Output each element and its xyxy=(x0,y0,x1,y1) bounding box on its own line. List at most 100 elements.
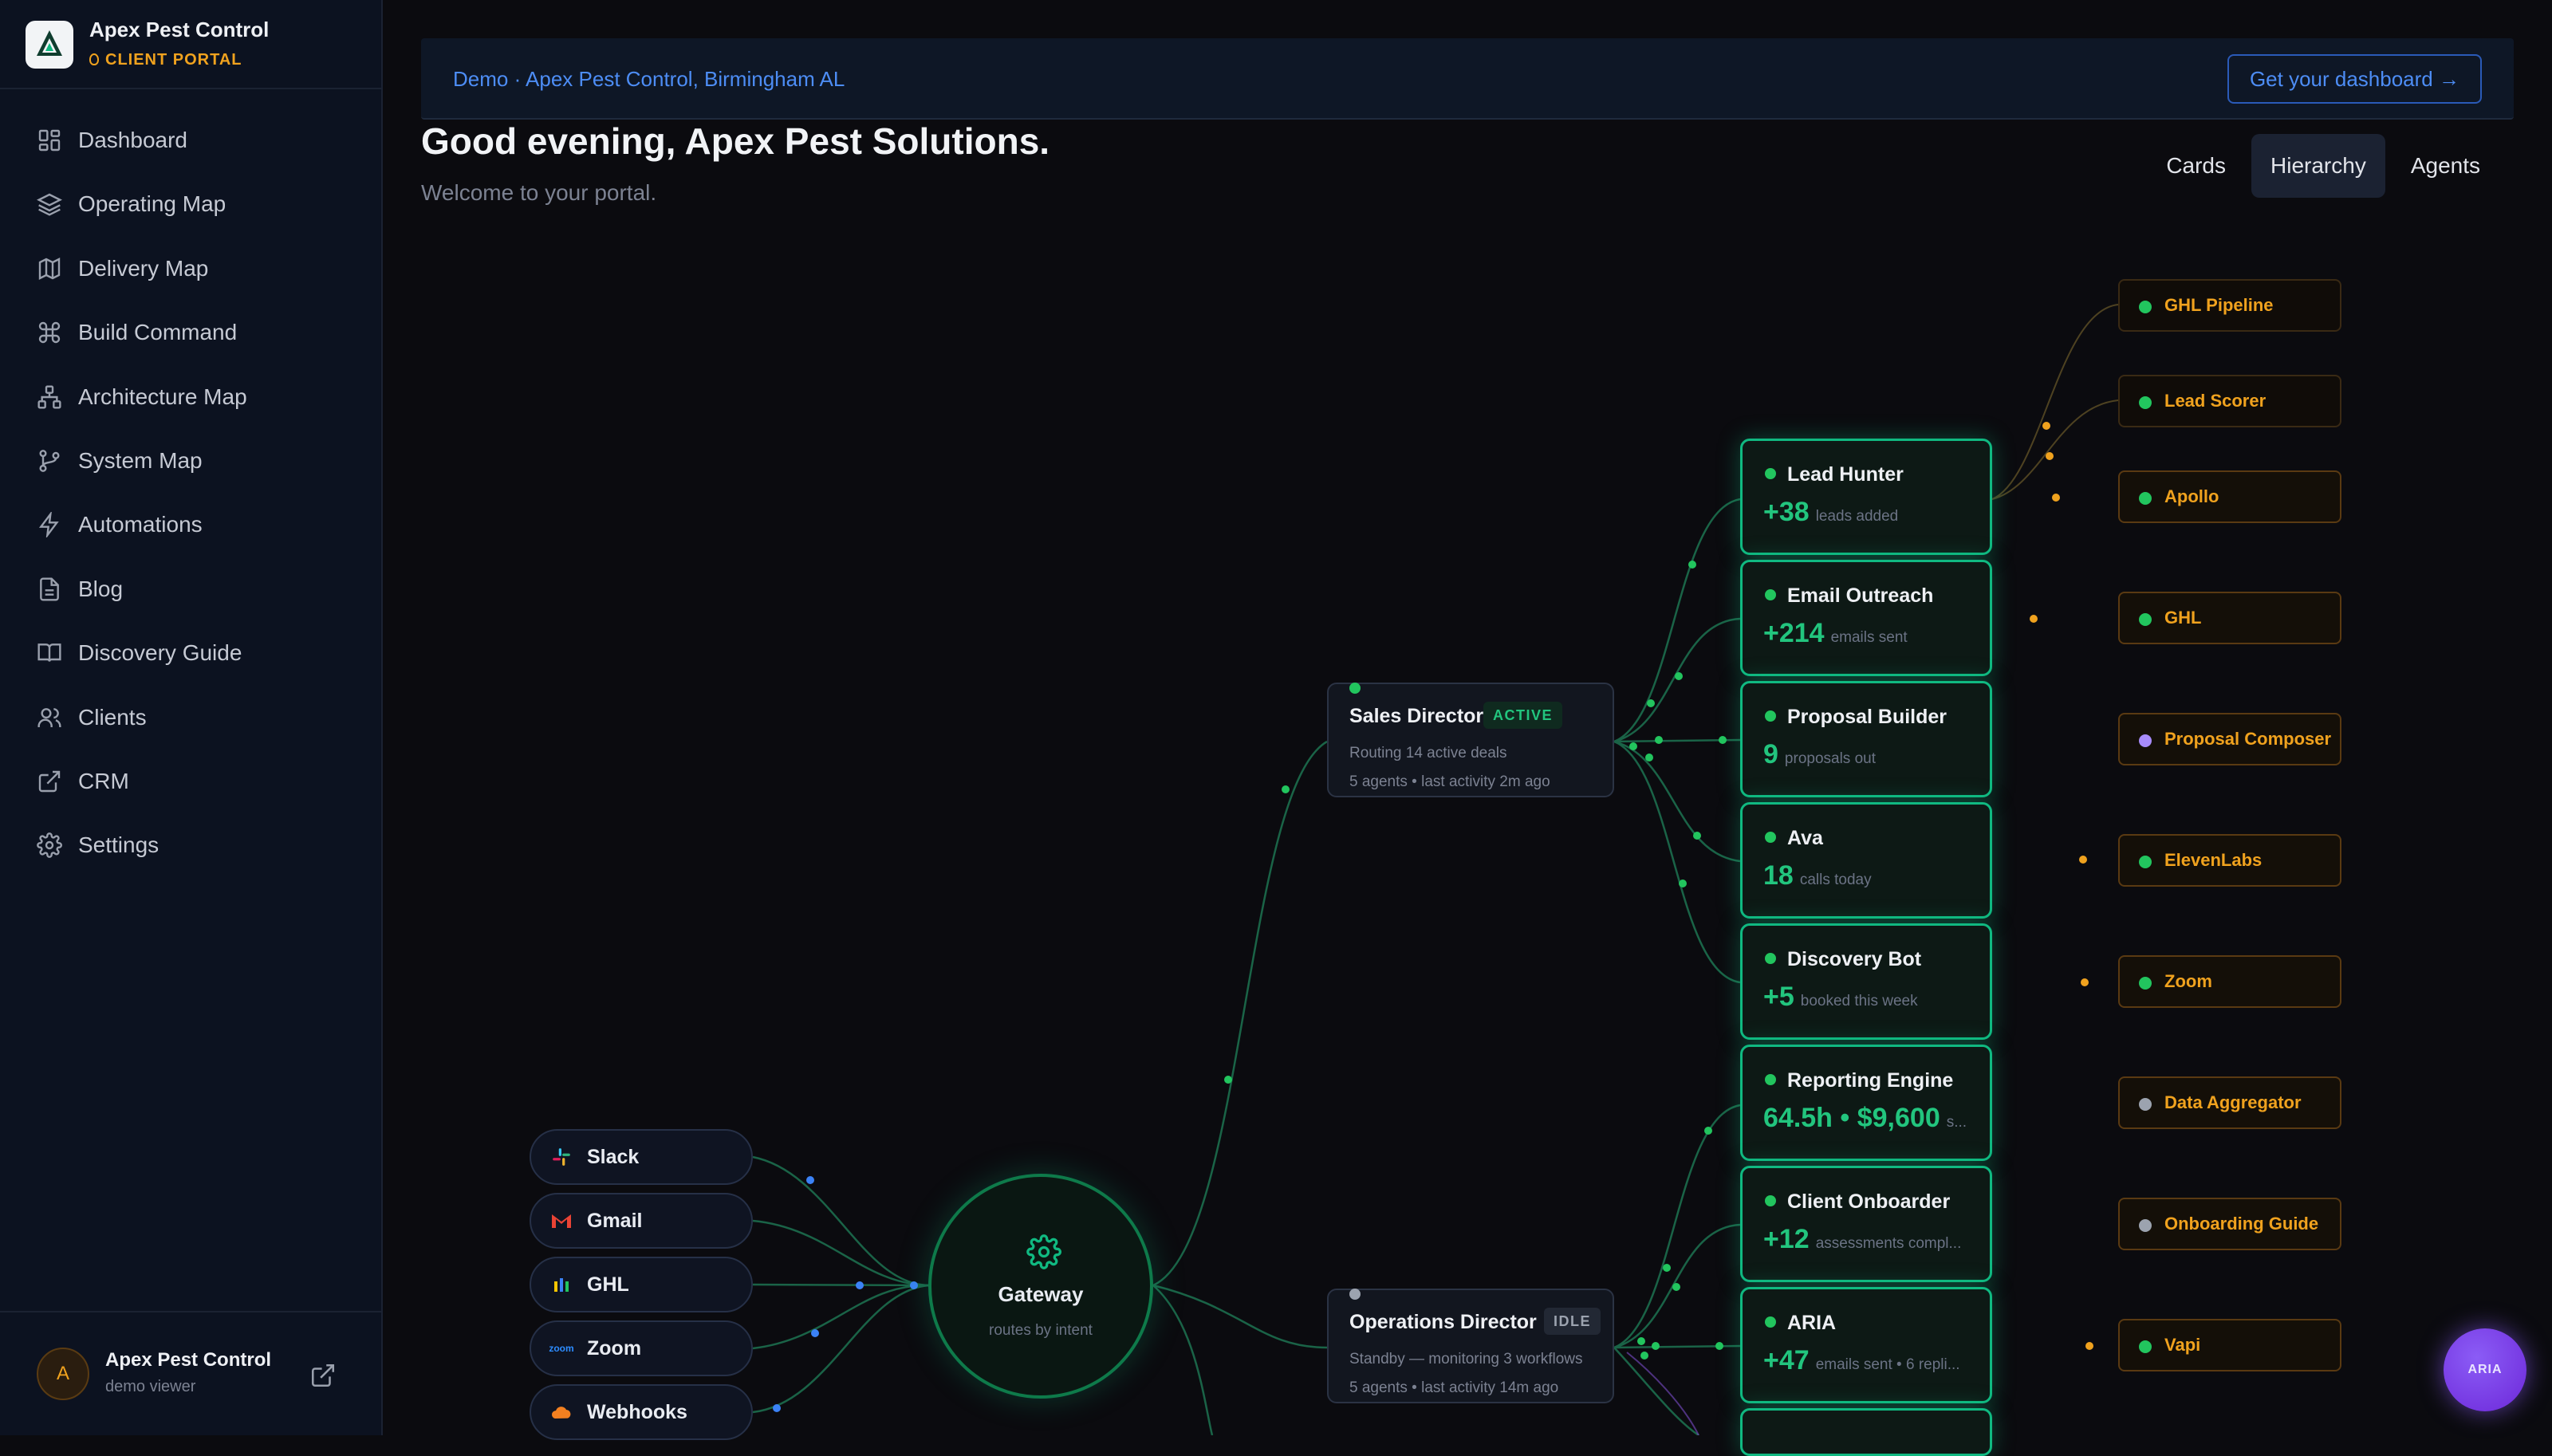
lightning-icon xyxy=(38,512,59,537)
tab-agents[interactable]: Agents xyxy=(2410,153,2480,178)
sidebar-item-settings[interactable]: Settings xyxy=(26,820,357,871)
status-dot xyxy=(2139,734,2152,747)
status-dot xyxy=(1765,1074,1776,1085)
tool-label: Vapi xyxy=(2164,1335,2201,1355)
sidebar-item-crm[interactable]: CRM xyxy=(26,756,357,807)
sidebar-item-label: Architecture Map xyxy=(78,384,247,409)
director-operations[interactable]: Operations Director IDLE Standby — monit… xyxy=(1327,1289,1614,1403)
brand-header[interactable]: Apex Pest Control CLIENT PORTAL xyxy=(0,0,383,89)
sidebar-item-label: Settings xyxy=(78,832,160,857)
sidebar-item-architecture-map[interactable]: Architecture Map xyxy=(26,372,357,423)
sidebar-item-discovery-guide[interactable]: Discovery Guide xyxy=(26,628,357,679)
status-dot xyxy=(2139,1098,2152,1111)
tool-label: GHL Pipeline xyxy=(2164,295,2274,315)
source-slack[interactable]: Slack xyxy=(530,1129,753,1185)
demo-banner: Demo · Apex Pest Control, Birmingham AL … xyxy=(421,38,2514,120)
tool-node[interactable]: Zoom xyxy=(2118,955,2341,1008)
tool-node[interactable]: Data Aggregator xyxy=(2118,1076,2341,1129)
sidebar-item-label: Dashboard xyxy=(78,128,187,152)
sidebar-item-label: Automations xyxy=(78,512,203,537)
sidebar-item-label: Blog xyxy=(78,576,124,601)
sidebar-item-system-map[interactable]: System Map xyxy=(26,435,357,486)
brand-logo xyxy=(26,21,73,69)
tool-node[interactable]: ElevenLabs xyxy=(2118,834,2341,887)
source-gmail[interactable]: Gmail xyxy=(530,1193,753,1249)
source-label: Slack xyxy=(587,1145,640,1168)
tool-label: Data Aggregator xyxy=(2164,1092,2302,1112)
tab-hierarchy[interactable]: Hierarchy xyxy=(2251,134,2385,198)
banner-text: Demo · Apex Pest Control, Birmingham AL xyxy=(453,67,845,91)
status-dot xyxy=(1765,468,1776,479)
slack-icon xyxy=(550,1146,573,1168)
tool-label: Zoom xyxy=(2164,971,2212,991)
sidebar-item-automations[interactable]: Automations xyxy=(26,499,357,550)
source-zoom[interactable]: zoom Zoom xyxy=(530,1320,753,1376)
external-link-icon[interactable] xyxy=(309,1362,337,1389)
user-profile[interactable]: A Apex Pest Control demo viewer xyxy=(0,1311,383,1435)
tool-node[interactable]: Proposal Composer xyxy=(2118,713,2341,765)
sidebar-item-build-command[interactable]: Build Command xyxy=(26,307,357,358)
source-label: Gmail xyxy=(587,1209,643,1232)
source-label: Webhooks xyxy=(587,1400,687,1423)
status-dot xyxy=(1765,710,1776,722)
command-icon xyxy=(38,321,61,344)
status-dot xyxy=(2139,613,2152,626)
sidebar-item-delivery-map[interactable]: Delivery Map xyxy=(26,243,357,294)
agent-name: ARIA xyxy=(1787,1312,1837,1334)
aria-assistant-button[interactable]: ARIA xyxy=(2444,1328,2526,1411)
source-webhooks[interactable]: Webhooks xyxy=(530,1384,753,1440)
sidebar-item-blog[interactable]: Blog xyxy=(26,564,357,615)
shield-icon xyxy=(89,53,99,65)
sidebar-item-clients[interactable]: Clients xyxy=(26,692,357,743)
director-status: Standby — monitoring 3 workflows xyxy=(1349,1351,1583,1367)
brand-tag: CLIENT PORTAL xyxy=(89,51,242,69)
page-title: Good evening, Apex Pest Solutions. xyxy=(421,120,1050,162)
tool-node[interactable]: GHL xyxy=(2118,592,2341,644)
agent-name: Client Onboarder xyxy=(1787,1190,1951,1213)
gateway-subtitle: routes by intent xyxy=(989,1322,1093,1339)
status-dot xyxy=(1349,683,1361,694)
director-meta: 5 agents • last activity 14m ago xyxy=(1349,1379,1559,1396)
sidebar-item-dashboard[interactable]: Dashboard xyxy=(26,115,357,166)
tool-node[interactable]: Vapi xyxy=(2118,1319,2341,1371)
director-sales[interactable]: Sales Director ACTIVE Routing 14 active … xyxy=(1327,683,1614,797)
status-dot xyxy=(2139,396,2152,409)
status-dot xyxy=(1349,1289,1361,1300)
git-branch-icon xyxy=(39,450,60,472)
tab-cards[interactable]: Cards xyxy=(2166,153,2227,178)
tool-label: ElevenLabs xyxy=(2164,850,2263,870)
tool-label: GHL xyxy=(2164,608,2202,628)
gateway-node[interactable]: Gateway routes by intent xyxy=(928,1174,1153,1399)
tool-node[interactable]: Onboarding Guide xyxy=(2118,1198,2341,1250)
status-dot xyxy=(1765,589,1776,600)
sidebar-item-label: Discovery Guide xyxy=(78,640,242,665)
page-subtitle: Welcome to your portal. xyxy=(421,180,657,205)
director-meta: 5 agents • last activity 2m ago xyxy=(1349,773,1550,790)
status-dot xyxy=(2139,1219,2152,1232)
source-label: GHL xyxy=(587,1273,629,1296)
tool-node[interactable]: Lead Scorer xyxy=(2118,375,2341,427)
agent-name: Ava xyxy=(1787,827,1823,849)
tool-node[interactable]: Apollo xyxy=(2118,470,2341,523)
get-dashboard-button[interactable]: Get your dashboard → xyxy=(2227,54,2482,104)
status-dot xyxy=(2139,492,2152,505)
sidebar-item-operating-map[interactable]: Operating Map xyxy=(26,179,357,230)
avatar: A xyxy=(37,1348,89,1400)
source-ghl[interactable]: GHL xyxy=(530,1257,753,1312)
tool-node[interactable]: GHL Pipeline xyxy=(2118,279,2341,332)
brand-name: Apex Pest Control xyxy=(89,18,270,41)
agent-card[interactable] xyxy=(1740,1408,1992,1456)
status-dot xyxy=(1765,1316,1776,1328)
